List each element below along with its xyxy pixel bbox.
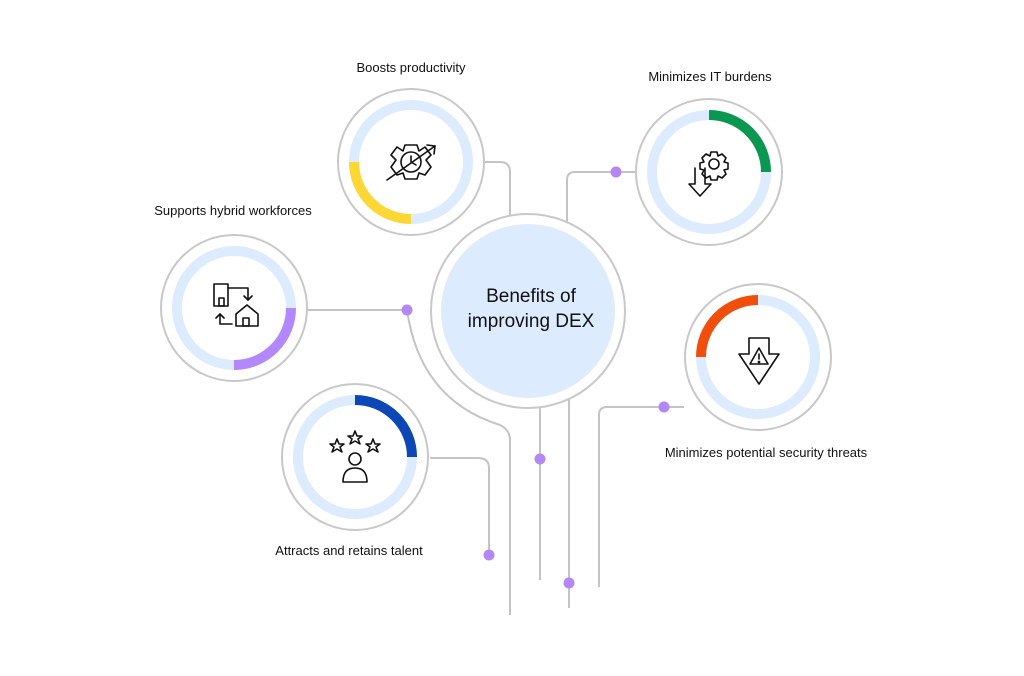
node-outer-ring (160, 234, 308, 382)
center-node: Benefits of improving DEX (430, 213, 626, 409)
benefit-node-it-burdens: Minimizes IT burdens (635, 69, 783, 246)
connector-talent (430, 457, 490, 555)
connector-dot (401, 304, 413, 316)
connector-it-burdens (566, 171, 636, 222)
connector-lines (307, 161, 684, 615)
benefit-label: Attracts and retains talent (275, 543, 423, 558)
office-home-swap-icon (213, 283, 259, 327)
node-progress-arc (696, 295, 759, 358)
benefit-node-hybrid: Supports hybrid workforces (154, 203, 312, 382)
connector-hybrid-down (406, 309, 511, 615)
gear-down-arrow-icon (688, 151, 729, 197)
node-progress-arc (233, 307, 296, 370)
connector-dot (534, 453, 546, 465)
gear-clock-arrow-icon (386, 144, 436, 181)
connector-security (598, 406, 684, 587)
center-title-line2: improving DEX (468, 311, 595, 332)
benefit-label: Supports hybrid workforces (154, 203, 312, 218)
connector-dot (563, 577, 575, 589)
node-progress-arc (349, 161, 412, 224)
connector-dot (658, 401, 670, 413)
center-title-line1: Benefits of (486, 286, 576, 307)
node-progress-arc (354, 395, 417, 458)
node-progress-arc (708, 110, 771, 173)
connector-dots (401, 166, 670, 589)
node-outer-ring (635, 98, 783, 246)
benefit-label: Boosts productivity (356, 60, 466, 75)
connector-dot (610, 166, 622, 178)
benefit-label: Minimizes potential security threats (665, 445, 868, 460)
connector-productivity (483, 161, 511, 215)
person-stars-icon (329, 430, 381, 483)
connector-dot (483, 549, 495, 561)
node-outer-ring (684, 283, 832, 431)
benefit-label: Minimizes IT burdens (648, 69, 772, 84)
benefit-node-productivity: Boosts productivity (337, 60, 485, 236)
node-outer-ring (281, 383, 429, 531)
benefit-node-talent: Attracts and retains talent (275, 383, 429, 558)
center-disc (441, 224, 615, 398)
benefit-node-security: Minimizes potential security threats (665, 283, 868, 460)
warning-down-arrow-icon (738, 337, 780, 385)
